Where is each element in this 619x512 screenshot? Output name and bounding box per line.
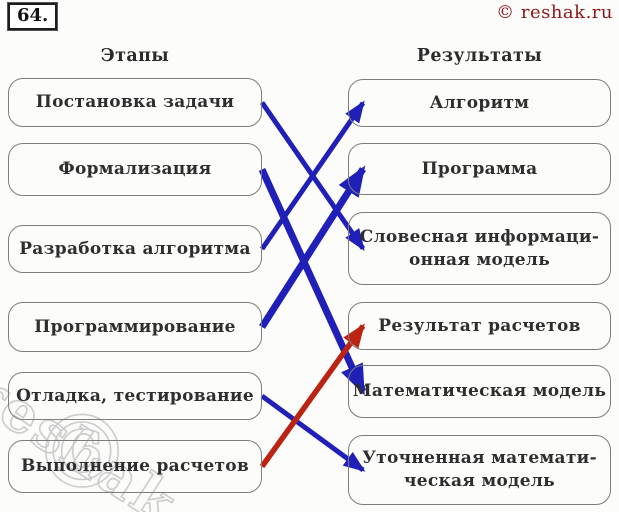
result-box-refined-mathematical-model: Уточненная математи- ческая модель xyxy=(348,435,611,505)
stage-box-programming: Программирование xyxy=(8,302,262,352)
stage-box-algorithm-development: Разработка алгоритма xyxy=(8,225,262,273)
right-column-header: Результаты xyxy=(416,46,543,66)
stage-box-calculations: Выполнение расчетов xyxy=(8,440,262,493)
result-box-calculation-result: Результат расчетов xyxy=(348,302,611,350)
result-box-program: Программа xyxy=(348,143,611,195)
copyright-text: © reshak.ru xyxy=(496,2,613,23)
stage-box-debug-testing: Отладка, тестирование xyxy=(8,372,262,420)
result-box-mathematical-model: Математическая модель xyxy=(348,365,611,418)
result-box-algorithm: Алгоритм xyxy=(348,79,611,127)
left-column-header: Этапы xyxy=(100,46,170,66)
exercise-number-badge: 64. xyxy=(6,2,59,31)
stage-box-problem-statement: Постановка задачи xyxy=(8,78,262,127)
result-box-verbal-information-model: Словесная информаци- онная модель xyxy=(348,212,611,285)
stage-box-formalization: Формализация xyxy=(8,143,262,196)
